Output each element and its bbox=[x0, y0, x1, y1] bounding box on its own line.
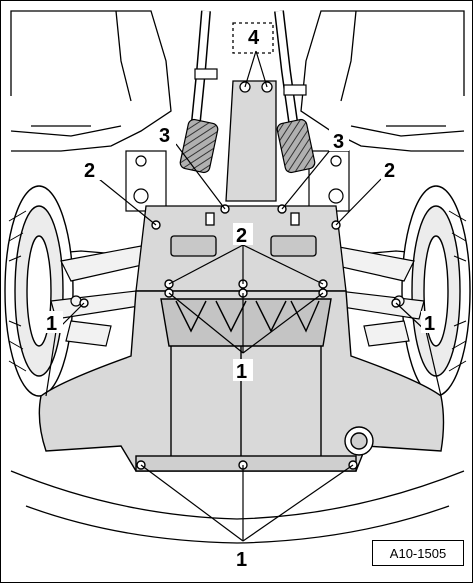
callout-4: 4 bbox=[248, 27, 260, 49]
upper-shield bbox=[135, 205, 347, 292]
subframe bbox=[125, 150, 350, 212]
vehicle-body-outline bbox=[10, 10, 465, 544]
callout-2-center: 2 bbox=[236, 225, 247, 247]
callout-1-bottom: 1 bbox=[236, 549, 247, 571]
callout-2-left: 2 bbox=[84, 160, 95, 182]
right-wheel bbox=[401, 185, 471, 397]
callout-2-right: 2 bbox=[384, 160, 395, 182]
callout-1-left: 1 bbox=[46, 313, 57, 335]
figure-reference-code: A10-1505 bbox=[372, 540, 464, 566]
hoses bbox=[179, 10, 316, 174]
callout-1-center: 1 bbox=[236, 361, 247, 383]
callout-3-right: 3 bbox=[333, 131, 344, 153]
leader-lines bbox=[45, 50, 442, 542]
center-tunnel bbox=[225, 22, 277, 202]
callout-3-left: 3 bbox=[159, 125, 170, 147]
suspension-arms bbox=[50, 245, 425, 347]
callout-labels: 4 3 3 2 2 2 1 1 1 1 bbox=[43, 25, 441, 571]
callout-1-right: 1 bbox=[424, 313, 435, 335]
left-wheel bbox=[4, 185, 74, 397]
